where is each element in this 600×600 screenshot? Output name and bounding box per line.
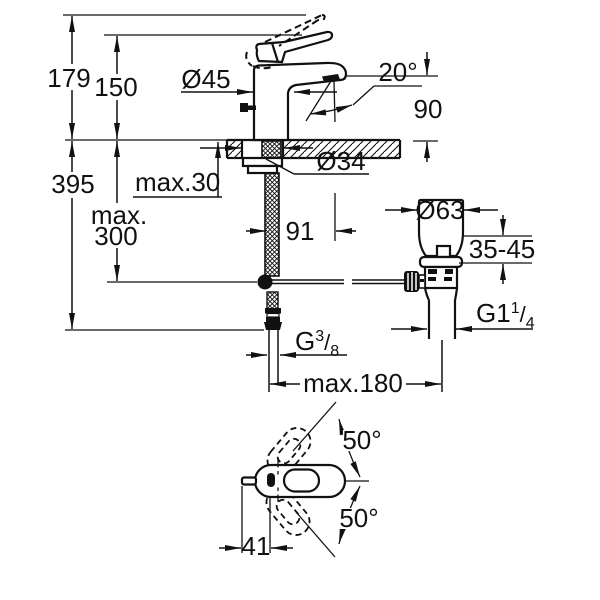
reference-lines xyxy=(63,14,438,331)
label-max-rod-depth-1: max. xyxy=(91,200,147,230)
label-overall-height: 179 xyxy=(47,63,90,93)
label-waste-flange: Ø63 xyxy=(415,195,464,225)
label-mounting-hole: Ø34 xyxy=(316,146,365,176)
dim-max-rod-depth: max. 300 xyxy=(91,141,147,281)
supply-hose-assembly xyxy=(241,140,284,392)
label-spout-outlet-height: 90 xyxy=(414,94,443,124)
faucet-side-view xyxy=(240,14,348,142)
dim-spout-reach: 41 xyxy=(219,486,293,561)
top-view-lever xyxy=(282,468,321,493)
label-overall-depth: 395 xyxy=(51,169,94,199)
dim-spout-outlet-height: 90 xyxy=(414,52,443,162)
aerator xyxy=(322,74,340,82)
dim-overall-depth: 395 xyxy=(51,141,96,329)
dim-max-installation-width: max.180 xyxy=(270,340,443,398)
label-max-rod-depth-2: 300 xyxy=(94,221,137,251)
dim-mounting-depth-range: 35-45 xyxy=(459,215,535,284)
label-body-diameter: Ø45 xyxy=(181,64,230,94)
top-view-outlet-mark xyxy=(267,473,275,487)
label-supply-thread: G3/8 xyxy=(295,326,339,360)
faucet-body xyxy=(252,61,348,142)
label-swing-upper: 50° xyxy=(342,425,381,455)
dim-rod-offset: 91 xyxy=(246,193,356,246)
label-rod-offset: 91 xyxy=(286,216,315,246)
dim-waste-thread: G11/4 xyxy=(391,298,535,332)
dim-supply-thread: G3/8 xyxy=(246,326,347,360)
dim-height-to-lever: 150 xyxy=(94,36,138,139)
pop-up-waste xyxy=(404,198,465,392)
dim-waste-flange: Ø63 xyxy=(385,195,498,225)
label-swing-lower: 50° xyxy=(339,503,378,533)
waste-upper-cup xyxy=(417,198,465,258)
dim-spout-angle: 20° xyxy=(305,57,422,123)
pop-up-rod xyxy=(272,279,404,285)
label-mounting-depth-range: 35-45 xyxy=(469,234,536,264)
label-max-installation-width: max.180 xyxy=(303,368,403,398)
lift-rod-knob xyxy=(240,103,256,112)
dim-mounting-hole: Ø34 xyxy=(200,145,369,176)
label-max-deck-thickness: max.30 xyxy=(135,167,220,197)
dim-overall-height: 179 xyxy=(46,16,93,139)
label-spout-reach: 41 xyxy=(242,531,271,561)
label-spout-angle: 20° xyxy=(378,57,417,87)
dim-max-deck-thickness: max.30 xyxy=(133,142,222,198)
top-view-spout-nib xyxy=(240,476,258,486)
dim-body-diameter: Ø45 xyxy=(181,64,337,95)
rod-joint-ball xyxy=(257,274,273,290)
counter-section xyxy=(225,138,402,160)
faucet-top-view: 50° 50° 41 xyxy=(219,401,383,561)
label-waste-thread: G11/4 xyxy=(476,298,535,332)
label-height-to-lever: 150 xyxy=(94,72,137,102)
lever-raised-dashed xyxy=(245,14,326,70)
